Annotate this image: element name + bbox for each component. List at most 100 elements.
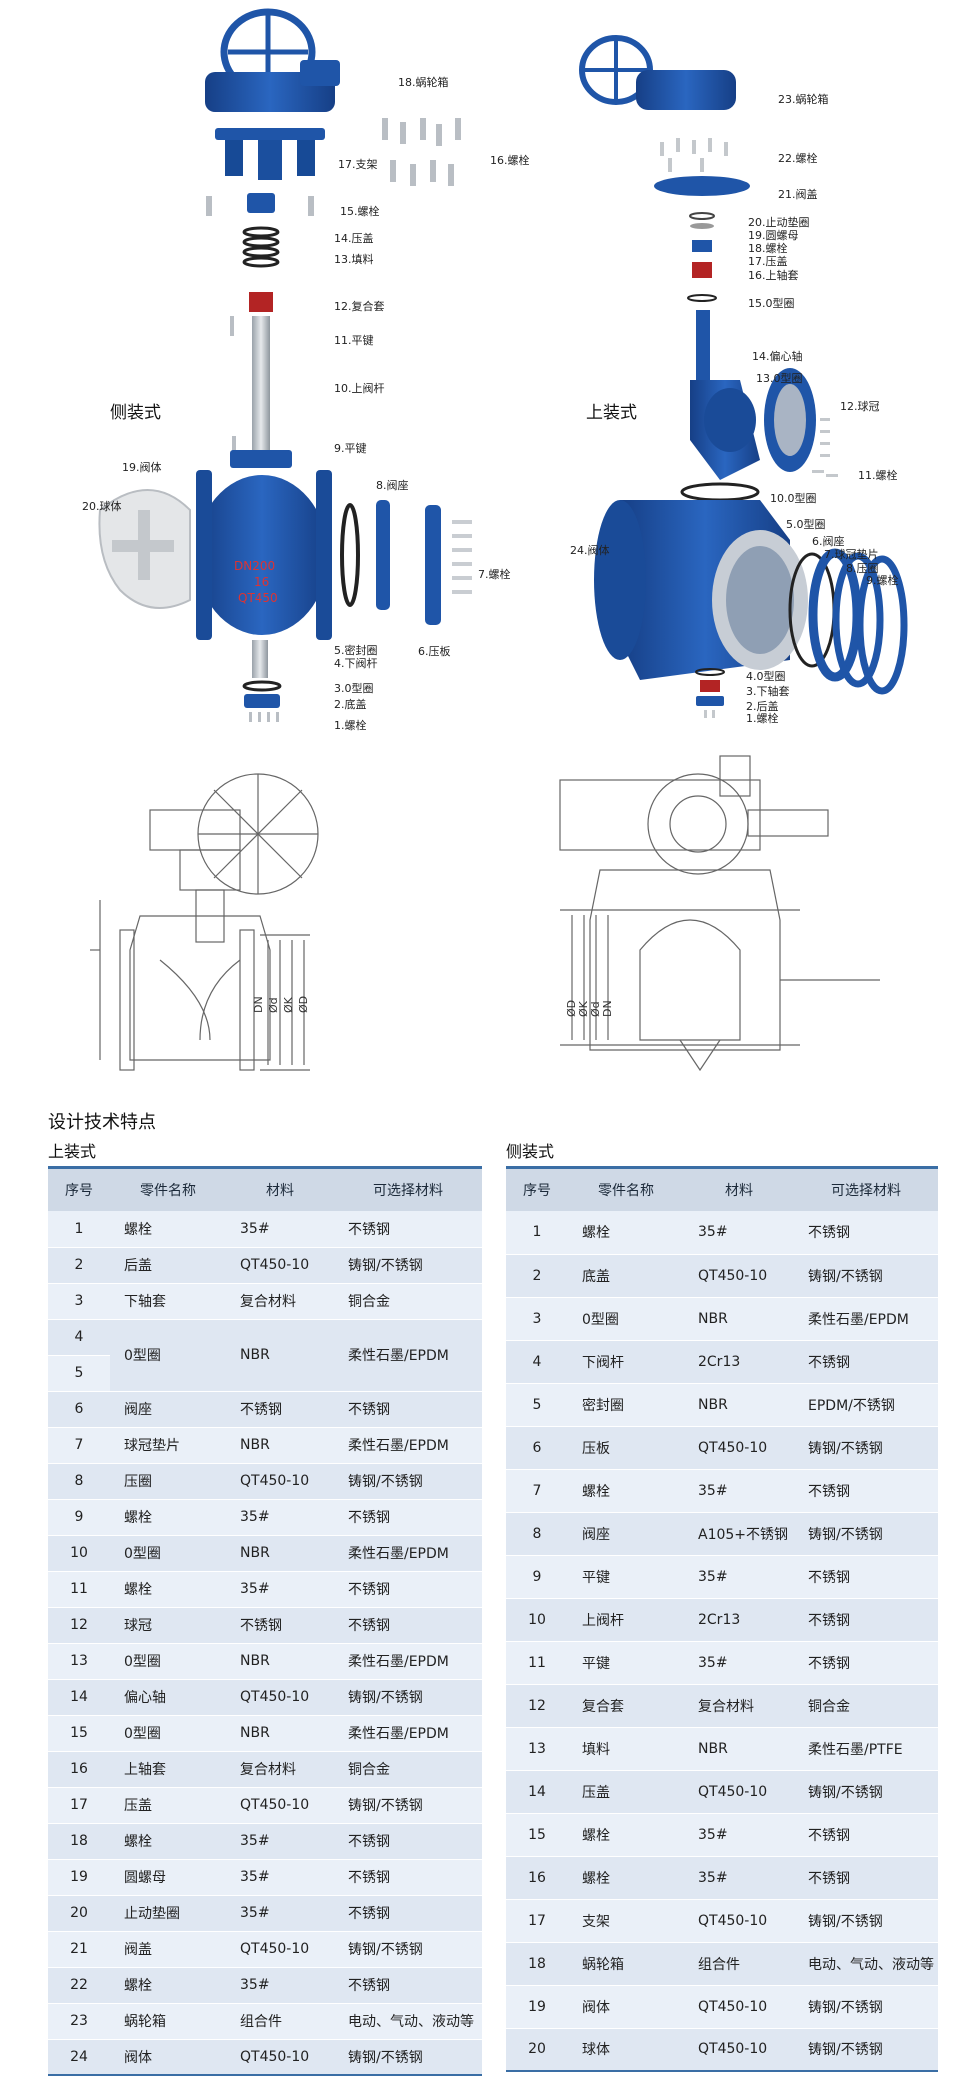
cell-material: 35# <box>226 1211 334 1248</box>
right-gearbox <box>579 35 736 110</box>
left-packing-rings <box>242 226 280 268</box>
cell-part: 螺栓 <box>110 1571 226 1608</box>
cell-material: 35# <box>684 1211 794 1255</box>
cell-optional: 铸钢/不锈钢 <box>794 1426 938 1470</box>
label-l1: 1.螺栓 <box>334 719 367 732</box>
cell-optional: 不锈钢 <box>794 1555 938 1599</box>
cell-part: 螺栓 <box>110 1211 226 1248</box>
cell-part: 球冠垫片 <box>110 1427 226 1464</box>
cell-part: 螺栓 <box>110 1499 226 1536</box>
cell-index: 18 <box>506 1942 568 1986</box>
table-header-row: 序号 零件名称 材料 可选择材料 <box>48 1166 482 1211</box>
technical-drawings: DN Ød ØK ØD ØD ØK Ød DN <box>90 755 880 1072</box>
col-header-optional: 可选择材料 <box>334 1166 482 1211</box>
col-header-optional: 可选择材料 <box>794 1166 938 1211</box>
cell-material: 35# <box>684 1813 794 1857</box>
cell-index: 4 <box>506 1340 568 1384</box>
cell-optional: 铸钢/不锈钢 <box>334 1679 482 1716</box>
cell-index: 9 <box>48 1499 110 1536</box>
label-r19: 19.圆螺母 <box>748 229 799 242</box>
left-ball <box>98 489 191 609</box>
cell-part: 圆螺母 <box>110 1859 226 1896</box>
label-r20: 20.止动垫圈 <box>748 216 810 229</box>
cell-material: 35# <box>684 1469 794 1513</box>
label-l6: 6.压板 <box>418 645 451 658</box>
label-l17: 17.支架 <box>338 158 378 171</box>
cell-optional: 铸钢/不锈钢 <box>794 1899 938 1943</box>
cell-part: 螺栓 <box>110 1823 226 1860</box>
cell-index: 3 <box>506 1297 568 1341</box>
cell-part: 填料 <box>568 1727 684 1771</box>
cell-material: QT450-10 <box>226 2039 334 2076</box>
cell-optional: 不锈钢 <box>334 1967 482 2004</box>
body-marking-mat: QT450 <box>238 591 278 605</box>
label-r21: 21.阀盖 <box>778 188 818 201</box>
cell-material: 35# <box>684 1856 794 1900</box>
label-l4: 4.下阀杆 <box>334 657 378 670</box>
label-r3: 3.下轴套 <box>746 685 790 698</box>
cell-material: 不锈钢 <box>226 1607 334 1644</box>
cell-index: 4 <box>48 1319 110 1356</box>
cell-index: 11 <box>506 1641 568 1685</box>
cell-part: 密封圈 <box>568 1383 684 1427</box>
cell-optional: 铸钢/不锈钢 <box>794 1770 938 1814</box>
cell-optional: 铸钢/不锈钢 <box>334 1931 482 1968</box>
label-r8: 8.压圈 <box>846 562 879 575</box>
cell-index: 5 <box>506 1383 568 1427</box>
cell-optional: 不锈钢 <box>794 1856 938 1900</box>
cell-index: 5 <box>48 1355 110 1392</box>
cell-part: 下阀杆 <box>568 1340 684 1384</box>
cell-index: 19 <box>48 1859 110 1896</box>
cell-material: QT450-10 <box>684 1426 794 1470</box>
label-r12: 12.球冠 <box>840 400 880 413</box>
label-l7: 7.螺栓 <box>478 568 511 581</box>
cell-optional: 不锈钢 <box>794 1813 938 1857</box>
cell-material: 组合件 <box>684 1942 794 1986</box>
cell-material: 35# <box>226 1823 334 1860</box>
cell-material: 35# <box>226 1895 334 1932</box>
cell-part: 上阀杆 <box>568 1598 684 1642</box>
cell-index: 10 <box>506 1598 568 1642</box>
cell-material: 35# <box>684 1641 794 1685</box>
cell-index: 18 <box>48 1823 110 1860</box>
cell-optional: 铸钢/不锈钢 <box>334 2039 482 2076</box>
left-diagram-title: 侧装式 <box>110 403 161 423</box>
cell-optional: 不锈钢 <box>334 1499 482 1536</box>
cell-material: NBR <box>684 1727 794 1771</box>
cell-optional: 柔性石墨/PTFE <box>794 1727 938 1771</box>
cell-index: 15 <box>48 1715 110 1752</box>
left-valve-body: DN200 16 QT450 <box>196 450 332 640</box>
label-r7: 7.球冠垫片 <box>824 548 879 561</box>
cell-index: 12 <box>48 1607 110 1644</box>
label-l8: 8.阀座 <box>376 479 409 492</box>
cell-material: NBR <box>226 1715 334 1752</box>
cell-material: 复合材料 <box>684 1684 794 1728</box>
cell-material: 2Cr13 <box>684 1340 794 1384</box>
cell-index: 17 <box>506 1899 568 1943</box>
cell-index: 1 <box>506 1211 568 1255</box>
label-r2: 2.后盖 <box>746 700 779 713</box>
label-r22: 22.螺栓 <box>778 152 818 165</box>
side-mount-title: 侧装式 <box>506 1142 555 1161</box>
cell-part: 球体 <box>568 2028 684 2072</box>
cell-index: 24 <box>48 2039 110 2076</box>
cell-optional: 不锈钢 <box>334 1895 482 1932</box>
cell-part: 后盖 <box>110 1247 226 1284</box>
left-bolts-16 <box>382 118 461 186</box>
right-eccentric-shaft <box>690 310 760 480</box>
cell-material: 复合材料 <box>226 1283 334 1320</box>
